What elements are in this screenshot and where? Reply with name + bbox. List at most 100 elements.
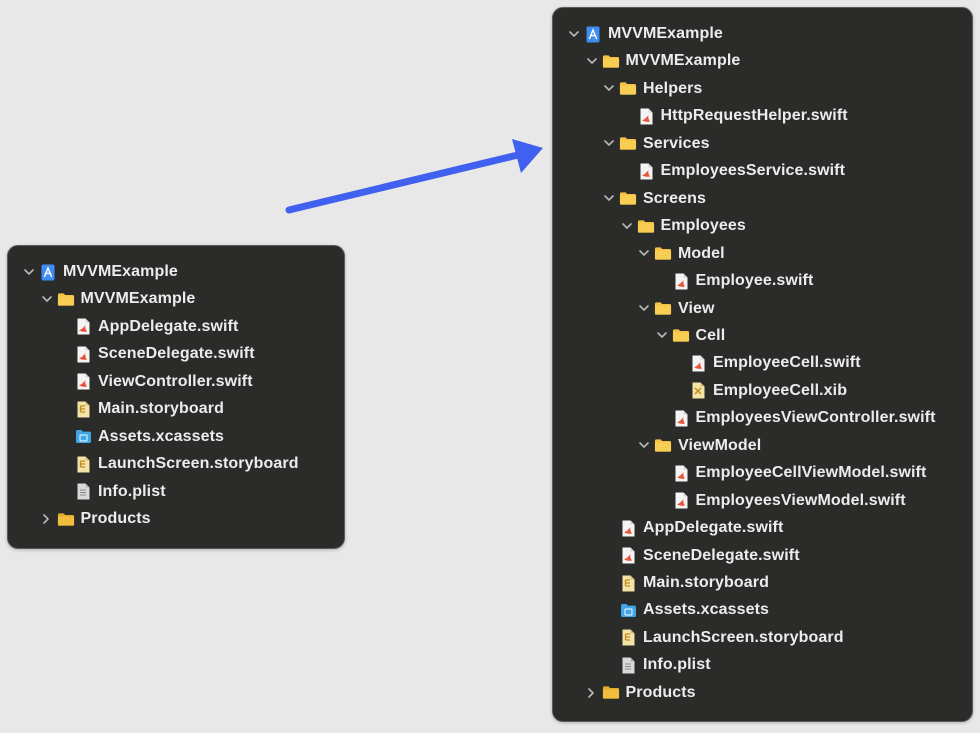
tree-row[interactable]: View: [636, 297, 715, 321]
tree-row[interactable]: MVVMExample: [566, 22, 723, 46]
tree-row-label: EmployeesViewController.swift: [695, 409, 936, 427]
chevron-down-icon[interactable]: [39, 291, 55, 307]
tree-row[interactable]: Info.plist: [56, 480, 166, 504]
folder-icon: [654, 437, 672, 455]
chevron-down-icon[interactable]: [584, 53, 600, 69]
tree-row-label: ViewModel: [678, 436, 762, 454]
tree-row[interactable]: Services: [601, 132, 710, 156]
tree-row[interactable]: Assets.xcassets: [601, 598, 769, 622]
tree-row[interactable]: Products: [39, 507, 151, 531]
tree-row-label: Services: [643, 134, 710, 152]
tree-row-label: Screens: [643, 189, 706, 207]
tree-row[interactable]: MVVMExample: [21, 260, 178, 284]
swift-file-icon: [637, 162, 655, 180]
swift-file-icon: [619, 519, 637, 537]
chevron-right-icon[interactable]: [39, 511, 55, 527]
chevron-down-icon[interactable]: [654, 328, 670, 344]
tree-row-label: EmployeeCell.swift: [713, 354, 861, 372]
tree-row[interactable]: ViewController.swift: [56, 370, 253, 394]
tree-row[interactable]: Products: [584, 681, 696, 705]
chevron-placeholder: [601, 657, 617, 673]
tree-row-label: Info.plist: [643, 656, 711, 674]
assets-catalog-icon: [619, 601, 637, 619]
tree-row[interactable]: Assets.xcassets: [56, 425, 224, 449]
tree-row[interactable]: Info.plist: [601, 653, 711, 677]
swift-file-icon: [672, 492, 690, 510]
tree-row[interactable]: EmployeeCell.swift: [671, 351, 861, 375]
tree-row[interactable]: EmployeeCell.xib: [671, 379, 847, 403]
xcode-project-icon: [584, 25, 602, 43]
tree-row[interactable]: Main.storyboard: [601, 571, 769, 595]
swift-file-icon: [619, 547, 637, 565]
chevron-placeholder: [601, 602, 617, 618]
chevron-down-icon[interactable]: [601, 136, 617, 152]
swift-file-icon: [689, 354, 707, 372]
tree-row-label: MVVMExample: [625, 52, 741, 70]
tree-row-label: Assets.xcassets: [643, 601, 770, 619]
chevron-placeholder: [654, 410, 670, 426]
folder-icon: [619, 190, 637, 208]
swift-file-icon: [637, 107, 655, 125]
chevron-placeholder: [56, 484, 72, 500]
tree-row[interactable]: AppDelegate.swift: [56, 315, 238, 339]
tree-row[interactable]: EmployeesViewModel.swift: [654, 489, 906, 513]
arrow-shaft: [285, 151, 522, 214]
chevron-down-icon[interactable]: [21, 264, 37, 280]
tree-row[interactable]: Cell: [654, 324, 726, 348]
tree-row[interactable]: LaunchScreen.storyboard: [56, 452, 299, 476]
chevron-placeholder: [619, 108, 635, 124]
tree-row[interactable]: EmployeesService.swift: [619, 159, 846, 183]
swift-file-icon: [74, 373, 92, 391]
tree-row[interactable]: HttpRequestHelper.swift: [619, 104, 848, 128]
tree-row-label: Employees: [660, 217, 746, 235]
tree-row[interactable]: Employees: [619, 214, 746, 238]
chevron-right-icon[interactable]: [584, 685, 600, 701]
swift-file-icon: [74, 345, 92, 363]
tree-row[interactable]: AppDelegate.swift: [601, 516, 783, 540]
xcode-project-icon: [39, 263, 57, 281]
tree-row-label: Info.plist: [98, 482, 166, 500]
tree-row-label: MVVMExample: [608, 25, 723, 42]
tree-row[interactable]: EmployeesViewController.swift: [654, 406, 936, 430]
chevron-placeholder: [601, 520, 617, 536]
folder-icon: [654, 300, 672, 318]
tree-row[interactable]: SceneDelegate.swift: [56, 342, 255, 366]
tree-row[interactable]: Employee.swift: [654, 269, 814, 293]
chevron-down-icon[interactable]: [636, 246, 652, 262]
chevron-placeholder: [601, 548, 617, 564]
plist-file-icon: [619, 656, 637, 674]
tree-row[interactable]: Screens: [601, 187, 706, 211]
tree-row[interactable]: SceneDelegate.swift: [601, 544, 800, 568]
chevron-down-icon[interactable]: [619, 218, 635, 234]
tree-row-label: LaunchScreen.storyboard: [98, 455, 299, 473]
chevron-placeholder: [56, 401, 72, 417]
chevron-placeholder: [654, 493, 670, 509]
tree-row[interactable]: EmployeeCellViewModel.swift: [654, 461, 927, 485]
tree-row[interactable]: Model: [636, 242, 725, 266]
chevron-down-icon[interactable]: [636, 301, 652, 317]
tree-row-label: AppDelegate.swift: [643, 519, 784, 537]
tree-row[interactable]: MVVMExample: [584, 49, 741, 73]
tree-row[interactable]: MVVMExample: [39, 287, 196, 311]
chevron-placeholder: [56, 346, 72, 362]
plist-file-icon: [74, 483, 92, 501]
tree-row-label: Main.storyboard: [98, 400, 224, 418]
chevron-placeholder: [619, 163, 635, 179]
swift-file-icon: [672, 409, 690, 427]
tree-row[interactable]: Main.storyboard: [56, 397, 224, 421]
products-folder-icon: [602, 684, 620, 702]
folder-icon: [602, 52, 620, 70]
chevron-down-icon[interactable]: [566, 26, 582, 42]
swift-file-icon: [74, 318, 92, 336]
chevron-down-icon[interactable]: [636, 438, 652, 454]
tree-row[interactable]: LaunchScreen.storyboard: [601, 626, 844, 650]
tree-row-label: Products: [80, 510, 151, 528]
folder-icon: [654, 245, 672, 263]
tree-row[interactable]: Helpers: [601, 77, 702, 101]
tree-row[interactable]: ViewModel: [636, 434, 761, 458]
chevron-down-icon[interactable]: [601, 81, 617, 97]
chevron-down-icon[interactable]: [601, 191, 617, 207]
